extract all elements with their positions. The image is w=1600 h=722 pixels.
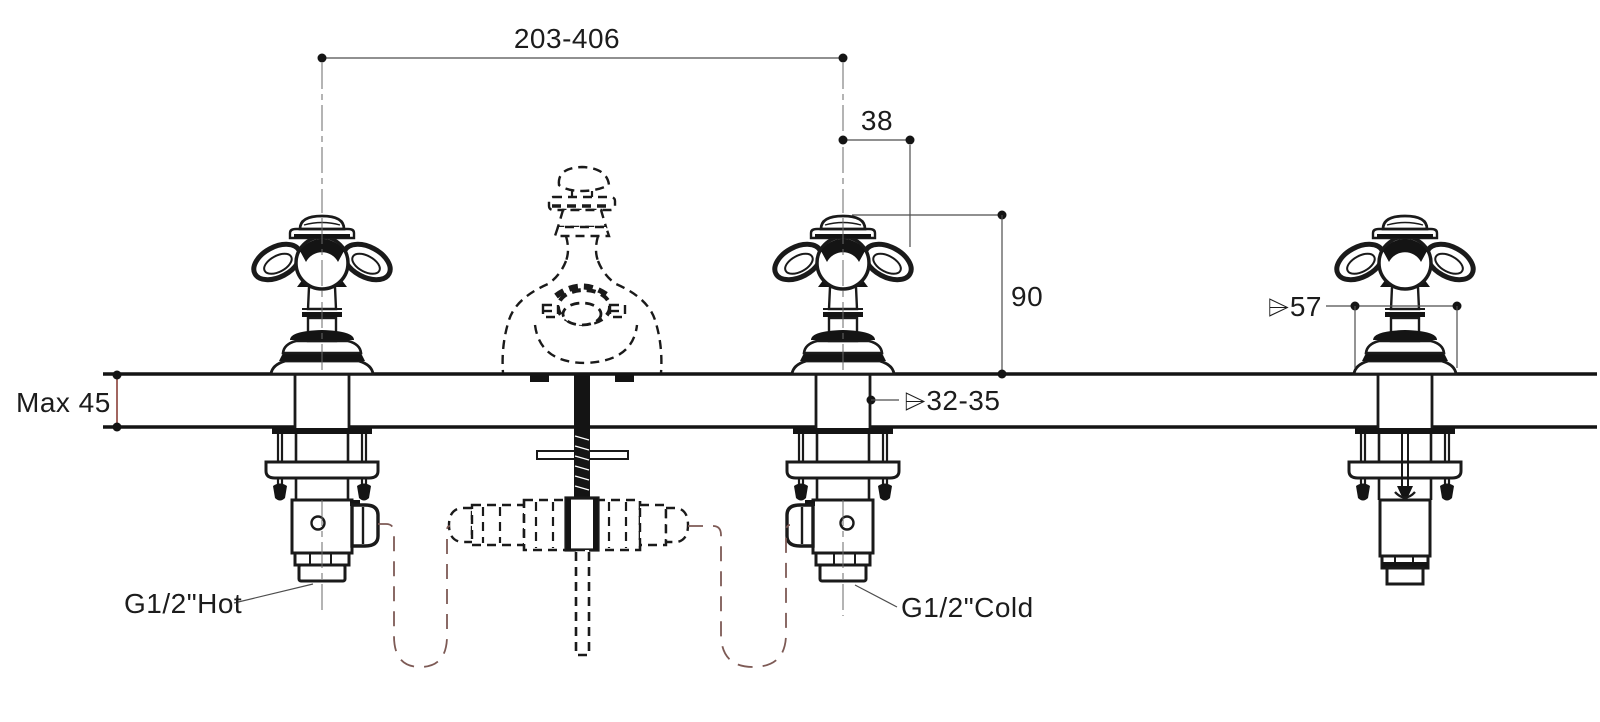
dimension-deck-thickness: Max 45 [16, 370, 122, 432]
cold-connection-label: G1/2"Cold [901, 592, 1034, 623]
hot-connection-label: G1/2"Hot [124, 588, 242, 619]
dim-height-label: 90 [1011, 281, 1043, 312]
dim-offset-label: 38 [861, 105, 893, 136]
dimension-handle-height: 90 [852, 210, 1043, 379]
supply-hoses [378, 523, 791, 668]
dim-deck-thickness-label: Max 45 [16, 387, 111, 418]
right-valve [1331, 216, 1479, 586]
dimension-handle-offset: 38 [838, 105, 915, 247]
dim-flange-diameter-label: ⌲57 [1268, 291, 1323, 322]
supply-tee-assembly [447, 375, 690, 657]
hot-hose [378, 523, 451, 668]
cold-hose [688, 524, 791, 668]
dim-hole-diameter-label: ⌲32-35 [904, 385, 1000, 416]
dimension-flange-diameter: ⌲57 [1268, 291, 1462, 368]
dim-spread-label: 203-406 [514, 23, 620, 54]
dimension-hole-diameter: ⌲32-35 [866, 385, 1000, 416]
connection-labels: G1/2"Hot G1/2"Cold [124, 583, 1034, 623]
spout [501, 165, 663, 382]
dimension-spread: 203-406 [317, 23, 848, 63]
